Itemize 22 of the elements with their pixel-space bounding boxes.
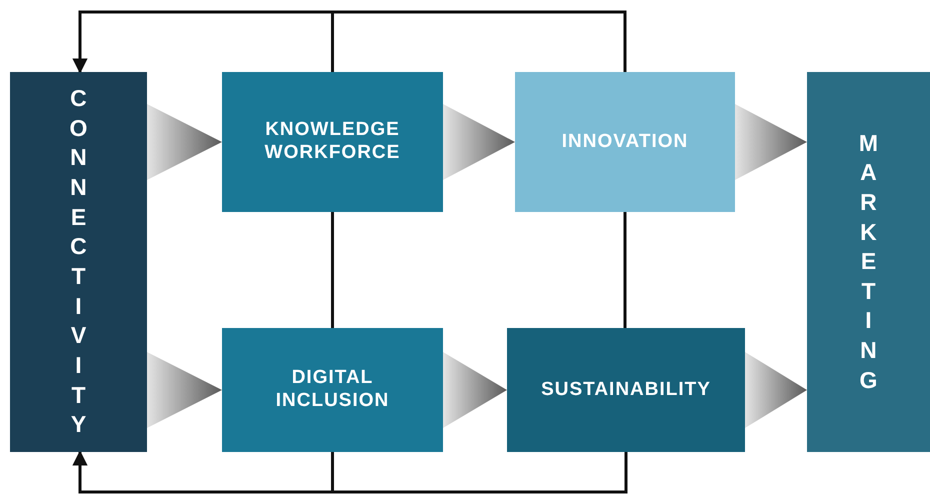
box-label: KNOWLEDGE WORKFORCE (264, 119, 402, 165)
box-label: CONNECTIVITY (68, 84, 88, 440)
chevron-arrow (147, 352, 222, 428)
box-label: INNOVATION (562, 130, 688, 154)
process-box (507, 328, 745, 452)
chevron-arrow (443, 104, 515, 180)
connector-line (624, 212, 626, 328)
box-label: DIGITAL INCLUSION (274, 367, 390, 413)
chevron-arrow (147, 104, 222, 180)
box-label: SUSTAINABILITY (541, 378, 711, 402)
arrow (72, 450, 628, 494)
chevron-arrow (443, 352, 507, 428)
arrow (72, 10, 626, 74)
chevron-arrow (735, 104, 807, 180)
process-box (222, 72, 443, 212)
process-box (515, 72, 735, 212)
box-label: MARKETING (858, 128, 878, 395)
chevron-arrow (745, 352, 807, 428)
connector-line (331, 212, 334, 328)
process-box (807, 72, 930, 452)
process-box (222, 328, 443, 452)
process-box (10, 72, 147, 452)
